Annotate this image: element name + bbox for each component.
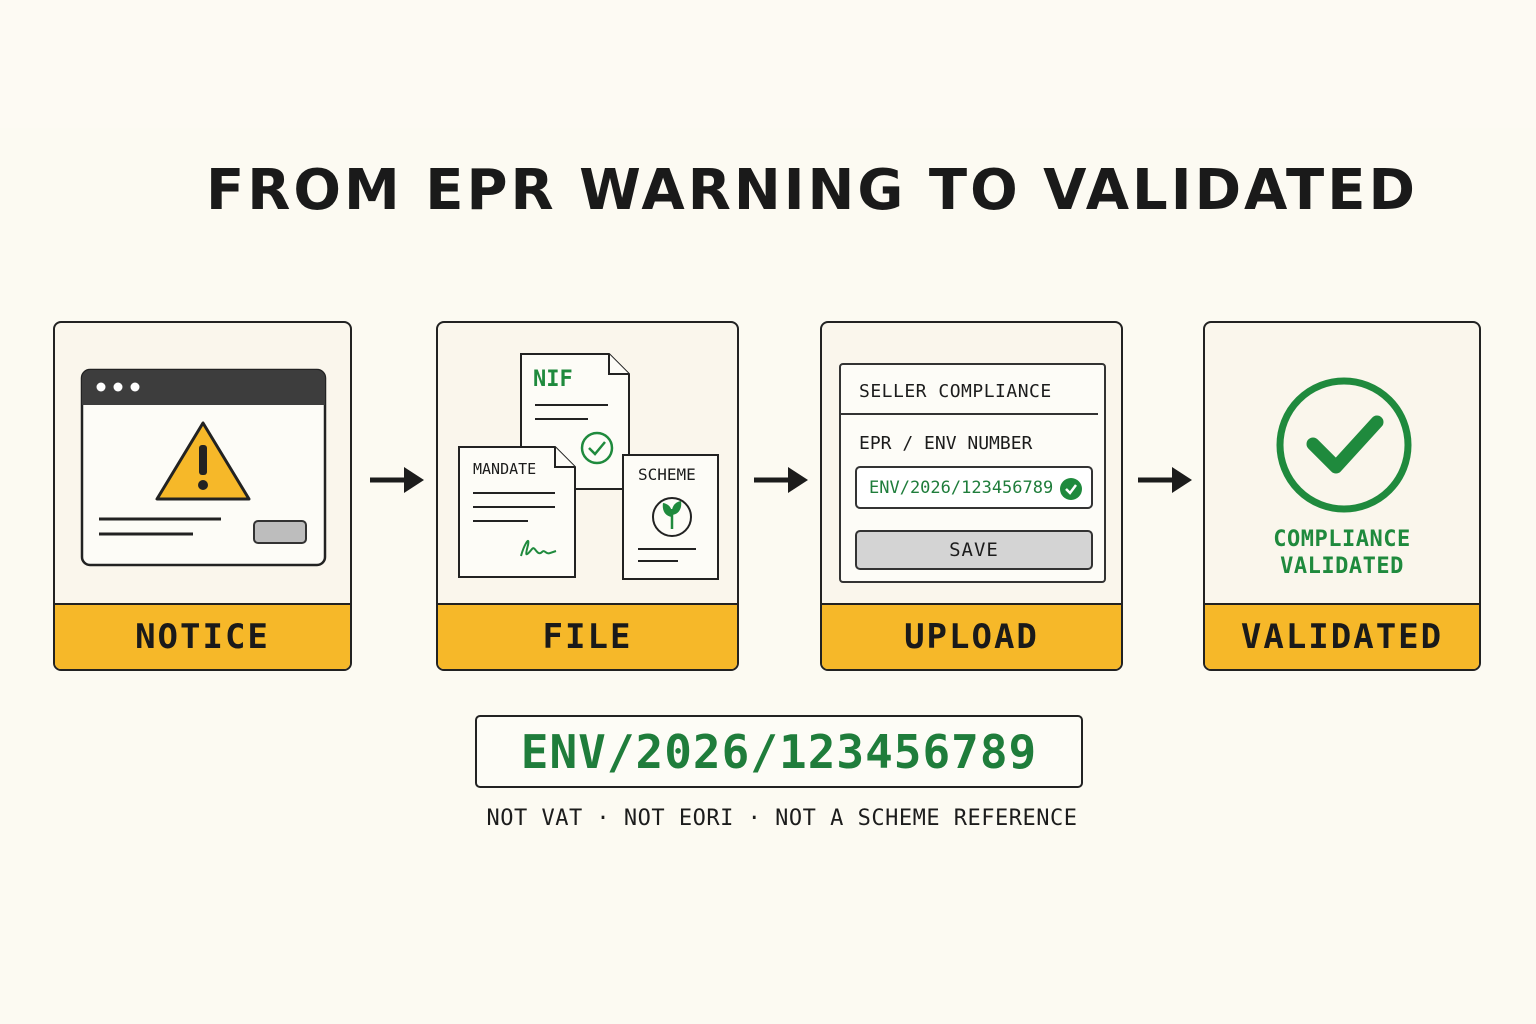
upload-art: SELLER COMPLIANCE EPR / ENV NUMBER ENV/2… — [822, 323, 1121, 603]
nif-label: NIF — [533, 367, 573, 392]
validated-art: COMPLIANCE VALIDATED — [1205, 323, 1479, 603]
check-circle-icon — [1060, 478, 1082, 500]
arrow-right-icon — [1138, 467, 1192, 493]
save-button[interactable]: SAVE — [855, 530, 1093, 570]
step-label-file: FILE — [438, 603, 737, 669]
step-upload: SELLER COMPLIANCE EPR / ENV NUMBER ENV/2… — [820, 321, 1123, 671]
warning-icon — [155, 421, 251, 501]
form-divider — [841, 413, 1098, 415]
form-title: SELLER COMPLIANCE — [859, 381, 1052, 402]
env-number-display: ENV/2026/123456789 — [475, 715, 1083, 788]
top-band — [0, 0, 1536, 128]
step-validated: COMPLIANCE VALIDATED VALIDATED — [1203, 321, 1481, 671]
leaf-icon — [652, 497, 692, 537]
step-label-notice: NOTICE — [55, 603, 350, 669]
epr-number-value: ENV/2026/123456789 — [869, 477, 1054, 498]
step-notice: NOTICE — [53, 321, 352, 671]
step-file: NIF SCHEME MANDATE — [436, 321, 739, 671]
scheme-label: SCHEME — [638, 465, 696, 484]
compliance-validated-text: COMPLIANCE VALIDATED — [1273, 527, 1411, 579]
checkmark-icon — [580, 431, 614, 465]
step-label-upload: UPLOAD — [822, 603, 1121, 669]
arrow-right-icon — [754, 467, 808, 493]
disclaimer-text: NOT VAT · NOT EORI · NOT A SCHEME REFERE… — [486, 806, 1078, 831]
page-title: FROM EPR WARNING TO VALIDATED — [206, 158, 1418, 223]
epr-number-label: EPR / ENV NUMBER — [859, 433, 1033, 454]
mandate-label: MANDATE — [473, 460, 536, 478]
mandate-document-icon: MANDATE — [458, 446, 576, 578]
signature-icon — [520, 539, 557, 557]
file-art: NIF SCHEME MANDATE — [438, 323, 737, 603]
check-circle-icon — [1276, 377, 1412, 513]
scheme-document-icon: SCHEME — [622, 454, 719, 580]
browser-window-icon — [80, 368, 327, 567]
seller-compliance-form: SELLER COMPLIANCE EPR / ENV NUMBER ENV/2… — [839, 363, 1106, 583]
arrow-right-icon — [370, 467, 424, 493]
epr-number-input[interactable]: ENV/2026/123456789 — [855, 466, 1093, 509]
step-label-validated: VALIDATED — [1205, 603, 1479, 669]
notice-art — [55, 323, 350, 603]
